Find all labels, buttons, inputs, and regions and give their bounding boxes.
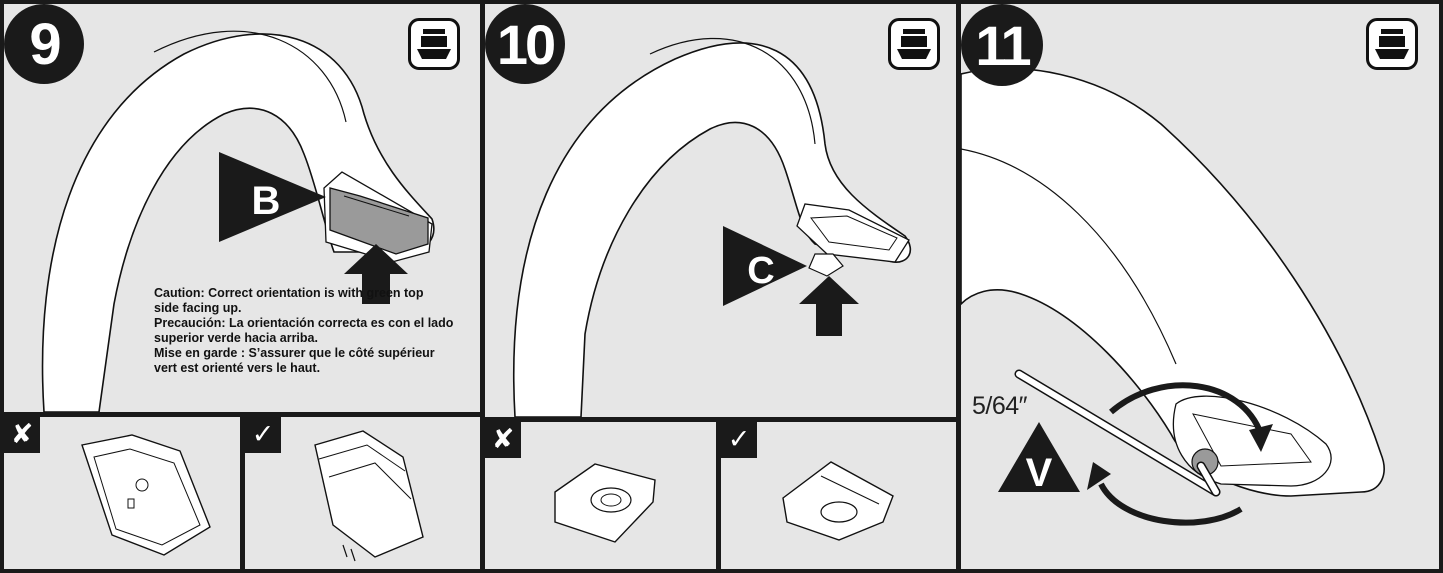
wrong-x-icon: ✘ [485, 422, 521, 458]
step-number-badge: 10 [485, 4, 565, 84]
caution-note: Caution: Correct orientation is with gre… [154, 286, 480, 376]
step-number-badge: 9 [4, 4, 84, 84]
caution-es-line-1: Precaución: La orientación correcta es c… [154, 316, 480, 331]
caution-en-line-2: side facing up. [154, 301, 480, 316]
step-9-panel: B 9 Caution: Correct orientation is with… [4, 4, 480, 412]
rotation-arrow-bottom-icon [1101, 484, 1241, 523]
wrong-x-icon: ✘ [4, 417, 40, 453]
spout-outline [961, 68, 1384, 496]
step-9-wrong-orientation-panel: ✘ [4, 417, 240, 569]
step-10-panel: C 10 [485, 4, 956, 417]
allen-key-size-label: 5/64″ [972, 392, 1027, 421]
correct-check-icon: ✓ [721, 422, 757, 458]
step-10-wrong-orientation-panel: ✘ [485, 422, 716, 569]
basin-faucet-icon [888, 18, 940, 70]
caution-fr-line-1: Mise en garde : S’assurer que le côté su… [154, 346, 480, 361]
faucet-spout-closeup-illustration: V [961, 4, 1439, 569]
step-11-panel: V 11 [961, 4, 1439, 569]
caution-es-line-2: superior verde hacia arriba. [154, 331, 480, 346]
basin-faucet-icon [408, 18, 460, 70]
caution-fr-line-2: vert est orienté vers le haut. [154, 361, 480, 376]
up-arrow-icon [799, 276, 859, 336]
callout-b-letter: B [252, 179, 281, 223]
step-10-correct-orientation-panel: ✓ [721, 422, 956, 569]
basin-faucet-icon [1366, 18, 1418, 70]
caution-en-line-1: Caution: Correct orientation is with gre… [154, 286, 480, 301]
callout-v-letter: V [1026, 451, 1053, 495]
filter-screen-c [809, 254, 843, 276]
correct-check-icon: ✓ [245, 417, 281, 453]
step-9-correct-orientation-panel: ✓ [245, 417, 480, 569]
callout-c-letter: C [747, 250, 774, 292]
step-number-badge: 11 [961, 4, 1043, 86]
